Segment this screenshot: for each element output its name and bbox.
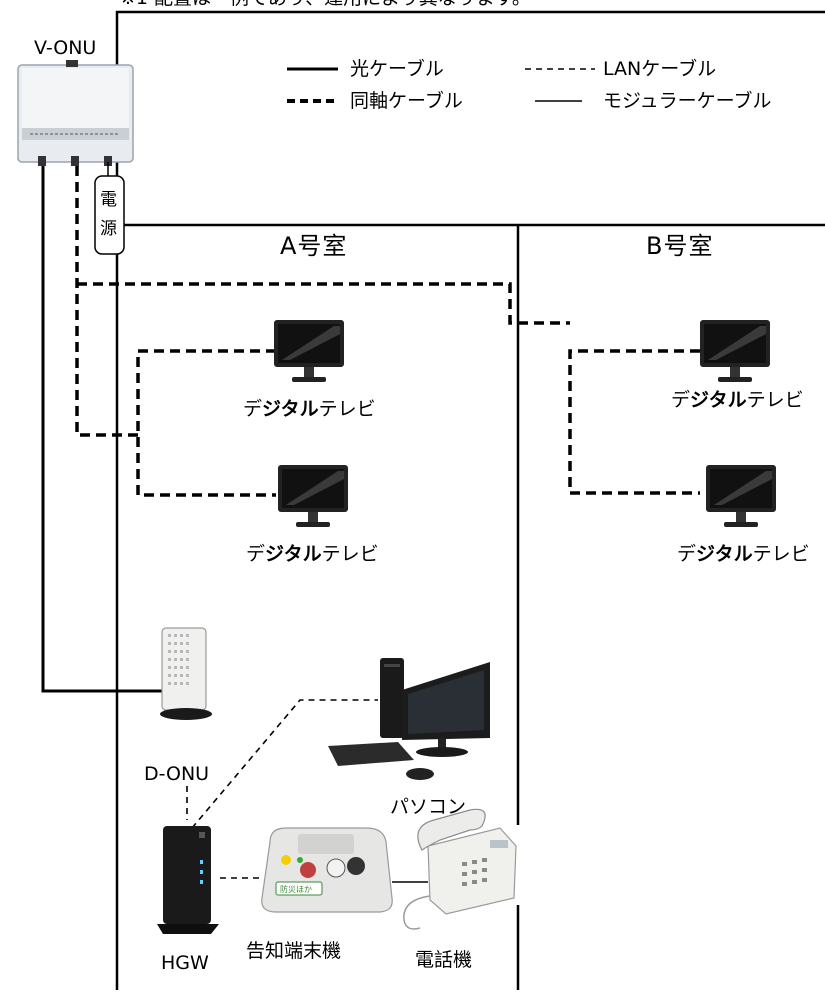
- top-note: ※1 配置は一例であり、運用により異なります。: [120, 0, 531, 9]
- kokuchi-label: 告知端末機: [246, 940, 341, 962]
- tv-icon: [700, 320, 770, 382]
- v-onu-label: V-ONU: [34, 37, 96, 59]
- fiber-cable: [41, 166, 165, 693]
- legend: 光ケーブル 同軸ケーブル LANケーブル モジュラーケーブル: [287, 57, 772, 112]
- power-outlet: 電 源: [94, 162, 125, 255]
- pc-label: パソコン: [390, 796, 466, 818]
- tv-icon: [278, 465, 348, 527]
- legend-modular-label: モジュラーケーブル: [603, 89, 772, 112]
- tv-label-b2: デジタルテレビ: [677, 543, 810, 565]
- hgw-label: HGW: [161, 952, 209, 974]
- hgw-device: [157, 826, 219, 934]
- phone-label: 電話機: [415, 949, 472, 971]
- tv-label-a1: デジタルテレビ: [243, 398, 376, 420]
- pc-device: [328, 658, 490, 780]
- power-label-2: 源: [100, 219, 117, 239]
- legend-lan-label: LANケーブル: [603, 57, 716, 80]
- room-b-label: B号室: [646, 232, 713, 260]
- lan-cables: [186, 699, 378, 879]
- d-onu-label: D-ONU: [144, 763, 209, 785]
- tv-label-b1: デジタルテレビ: [671, 389, 804, 411]
- v-onu-device: [17, 60, 134, 166]
- kokuchi-terminal-device: 防災ほか: [261, 827, 393, 913]
- legend-fiber-label: 光ケーブル: [350, 57, 444, 80]
- power-label-1: 電: [100, 190, 117, 210]
- tv-label-a2: デジタルテレビ: [246, 543, 379, 565]
- tv-icon: [706, 465, 776, 527]
- kokuchi-badge: 防災ほか: [280, 884, 312, 894]
- legend-coax-label: 同軸ケーブル: [350, 89, 463, 112]
- tv-icon: [274, 320, 344, 382]
- building-walls: [115, 10, 825, 990]
- room-a-label: A号室: [280, 232, 347, 260]
- d-onu-device: [160, 627, 212, 720]
- telephone-device: [403, 808, 517, 930]
- coax-cables: [75, 166, 700, 497]
